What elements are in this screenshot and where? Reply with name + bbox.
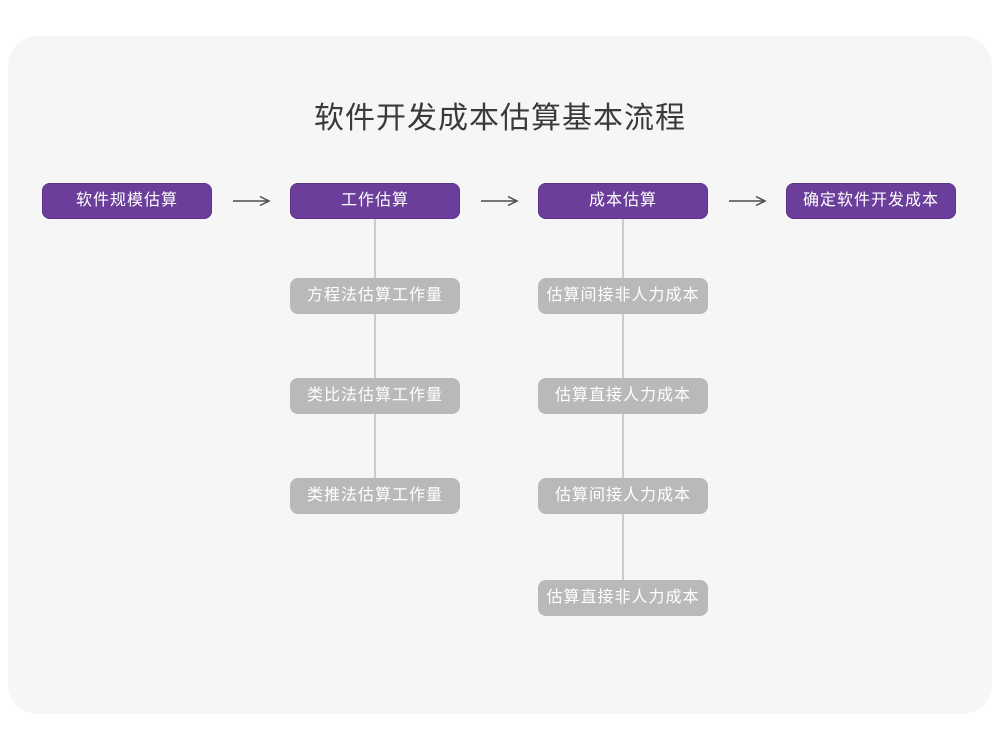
- node-direct-labor-cost: 估算直接人力成本: [538, 378, 708, 414]
- node-equation-method-workload: 方程法估算工作量: [290, 278, 460, 314]
- node-indirect-nonlabor-cost: 估算间接非人力成本: [538, 278, 708, 314]
- right-arrow-icon: [481, 195, 519, 207]
- node-work-estimation: 工作估算: [290, 183, 460, 219]
- node-extrapolation-method-workload: 类推法估算工作量: [290, 478, 460, 514]
- right-arrow-icon: [729, 195, 767, 207]
- node-determine-development-cost: 确定软件开发成本: [786, 183, 956, 219]
- node-analogy-method-workload: 类比法估算工作量: [290, 378, 460, 414]
- node-direct-nonlabor-cost: 估算直接非人力成本: [538, 580, 708, 616]
- diagram-card: 软件开发成本估算基本流程 软件规模估算 工作估算 成本估算 确定软件开发成本 方…: [8, 36, 992, 714]
- right-arrow-icon: [233, 195, 271, 207]
- node-software-scale-estimation: 软件规模估算: [42, 183, 212, 219]
- node-indirect-labor-cost: 估算间接人力成本: [538, 478, 708, 514]
- diagram-title: 软件开发成本估算基本流程: [314, 102, 686, 135]
- connector-line-work-column: [374, 219, 376, 497]
- node-cost-estimation: 成本估算: [538, 183, 708, 219]
